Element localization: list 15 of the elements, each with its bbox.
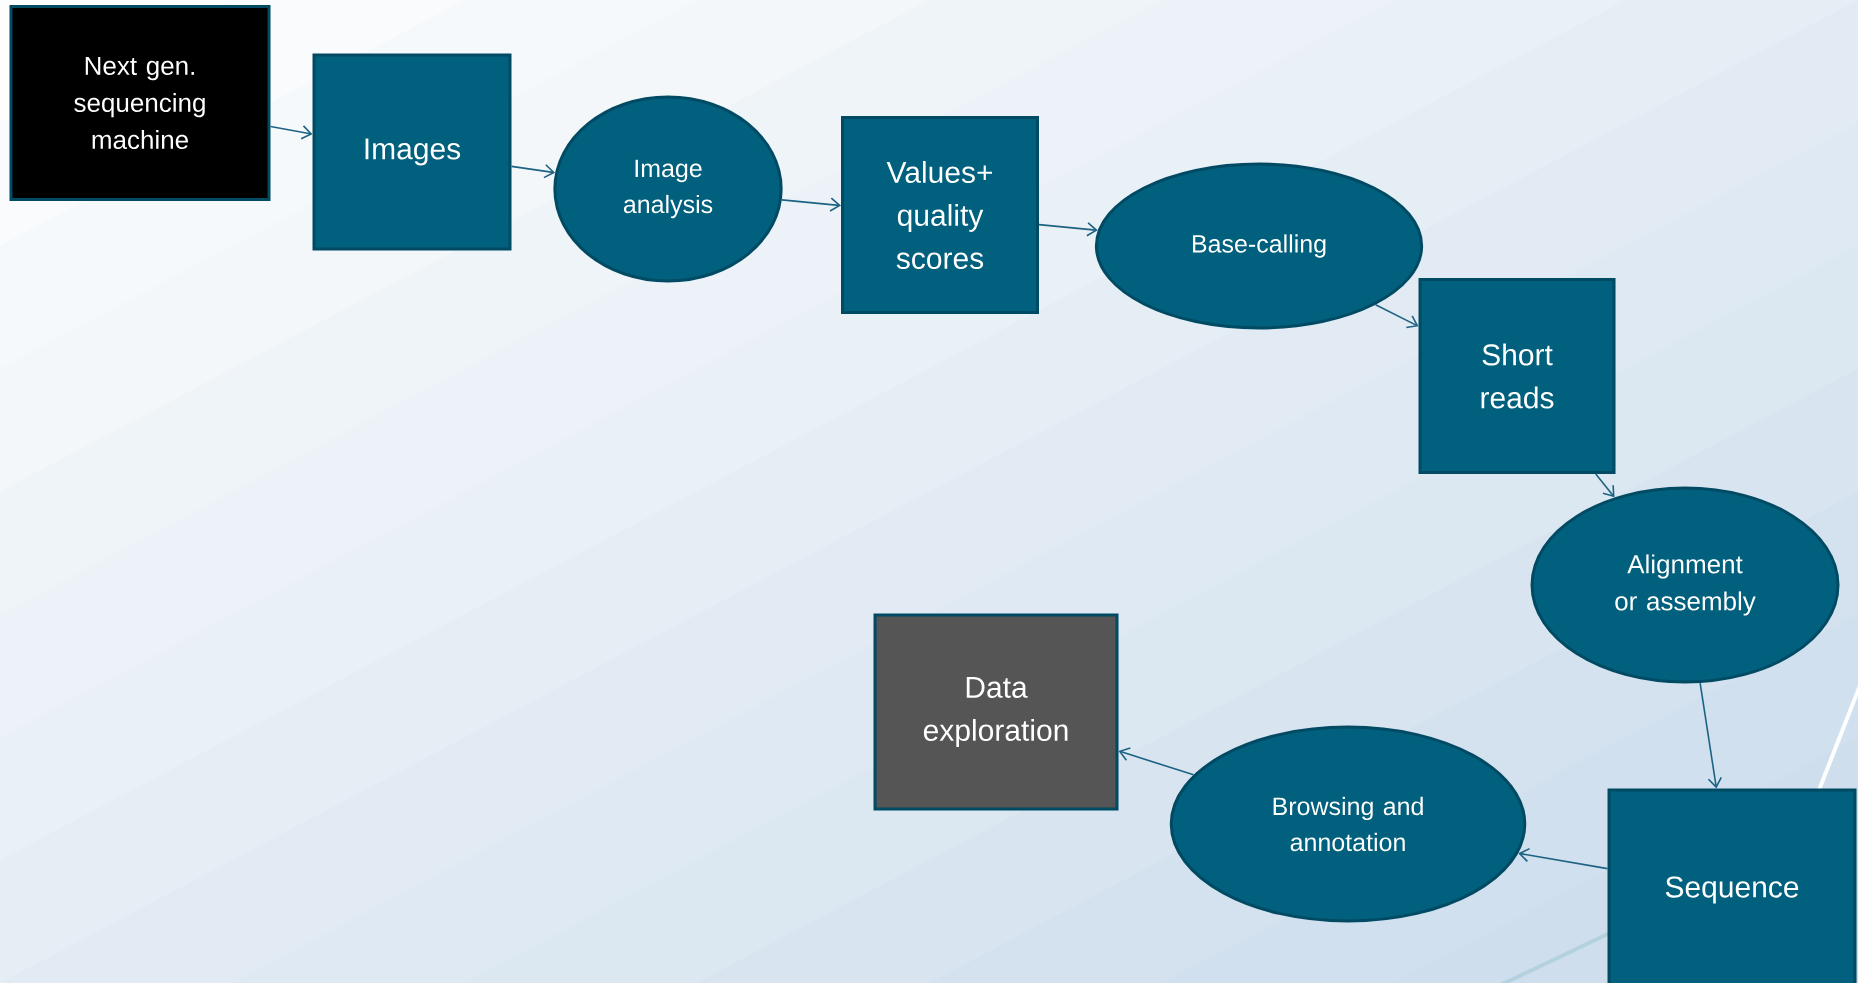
data-box: Images <box>312 53 512 251</box>
machine-box: Next gen. sequencing machine <box>9 5 271 201</box>
arrow <box>1374 303 1419 329</box>
data-box: Short reads <box>1418 278 1616 474</box>
data-box: Values+ quality scores <box>841 116 1039 314</box>
arrow <box>781 197 841 212</box>
arrow <box>269 125 313 140</box>
arrow <box>1118 747 1195 776</box>
arrow <box>1699 682 1723 789</box>
arrow <box>1595 473 1615 498</box>
arrow <box>1518 847 1609 870</box>
result-box: Data exploration <box>873 613 1119 811</box>
arrow <box>510 163 556 179</box>
data-box: Sequence <box>1607 788 1857 983</box>
arrow <box>1038 222 1098 237</box>
